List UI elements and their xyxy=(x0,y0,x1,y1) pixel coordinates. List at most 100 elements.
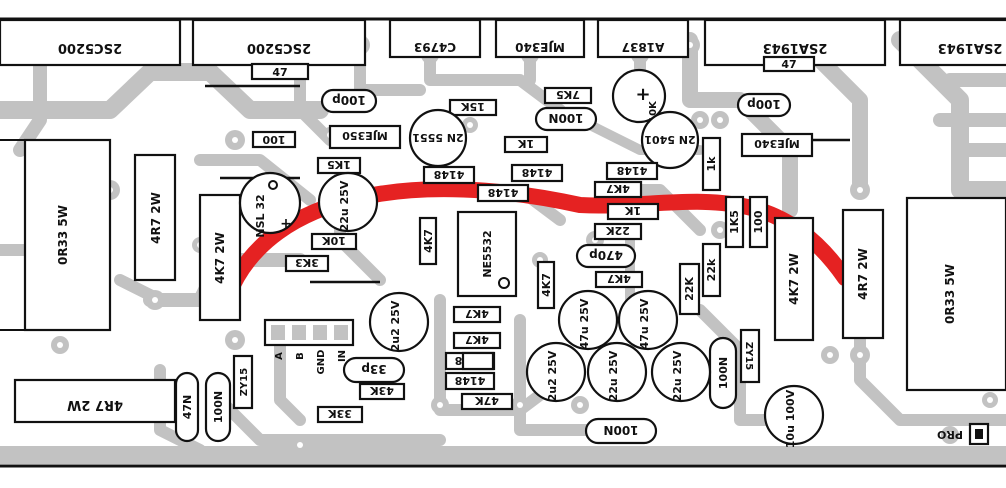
component-label: 47u 25V xyxy=(638,298,651,349)
resistor-1k5-v xyxy=(724,195,745,249)
component-label: 4K7 xyxy=(606,182,630,195)
transistor-mje340 xyxy=(494,18,586,59)
transistor-label: A1837 xyxy=(622,40,665,54)
transistor-2sc5200-left xyxy=(0,18,182,67)
diode-4148-c xyxy=(476,183,530,203)
pro-terminal: PRO xyxy=(937,422,990,446)
capacitor-47u-25v-a xyxy=(557,289,619,351)
resistor-43k xyxy=(358,382,406,401)
component-label: 100 xyxy=(752,210,765,233)
resistor-label: 4R7 2W xyxy=(67,397,123,412)
capacitor-47n xyxy=(174,371,200,443)
resistor-1k-b xyxy=(606,202,660,221)
resistor-4r7-2w-right xyxy=(841,208,885,340)
diode-4148-d xyxy=(605,161,659,181)
transistor-c4793 xyxy=(388,18,482,59)
transistor-mje350 xyxy=(328,124,402,150)
transistor-mje340-small xyxy=(740,132,814,158)
component-label: 1K5 xyxy=(728,210,741,234)
resistor-7k5 xyxy=(543,86,593,105)
resistor-label: 4K7 2W xyxy=(787,253,801,305)
component-label: 4K7 xyxy=(465,307,489,320)
component-label: 4148 xyxy=(434,168,465,181)
resistor-15k xyxy=(448,98,498,117)
component-label: 47N xyxy=(181,395,194,420)
transistor-2sa1943-right xyxy=(898,18,1006,67)
resistor-47-right xyxy=(762,55,816,73)
component-label: + xyxy=(635,84,650,105)
ic-ne5532: NE5532 xyxy=(456,210,518,298)
capacitor-100n-b xyxy=(204,371,232,443)
component-label: 4148 xyxy=(455,374,486,387)
resistor-0r33-5w-left xyxy=(23,138,112,332)
resistor-4k7-mid xyxy=(418,216,438,266)
capacitor-nsl-32 xyxy=(238,171,302,235)
resistor-label: 4R7 2W xyxy=(856,248,870,300)
resistor-4k7-e xyxy=(452,331,502,350)
resistor-label: 0R33 5W xyxy=(56,205,70,265)
component-label: 2N 5401 xyxy=(644,133,695,146)
resistor-4r7-2w-bottom xyxy=(13,378,177,424)
resistor-4k7-2w xyxy=(198,193,242,322)
component-label: 100N xyxy=(603,423,638,437)
resistor-47-left xyxy=(250,62,310,81)
component-label: 7K5 xyxy=(556,88,580,101)
component-label: 100 xyxy=(262,133,285,146)
component-label: 22K xyxy=(606,224,630,237)
resistors: 47 47 100 1K5 15K 7K5 1K 10K 3K3 4K7 4K7… xyxy=(250,55,816,424)
capacitor-2u2-25v-a xyxy=(368,291,430,353)
resistor-1k5 xyxy=(316,156,362,175)
component-label: 10K xyxy=(322,234,346,247)
resistor-4r7-2w-left xyxy=(133,153,177,282)
component-label: 100N xyxy=(548,111,583,125)
component-label: 10K xyxy=(648,100,659,123)
power-resistors: 0R33 5W 4R7 2W 4K7 2W 4R7 2W 4K7 2W 4R7 … xyxy=(0,138,1006,424)
resistor-4k7-a xyxy=(593,180,643,199)
component-label: 1K xyxy=(517,137,534,150)
resistor-22k-a xyxy=(701,242,722,298)
small-transistors: MJE350 2N 5551 2N 5401 MJE340 xyxy=(328,108,814,170)
capacitor-47u-25v-b xyxy=(617,289,679,351)
resistor-22k-b xyxy=(678,262,701,316)
component-label: PRO xyxy=(937,428,963,441)
capacitor-10u-100v xyxy=(763,384,825,446)
component-label: NE5532 xyxy=(481,230,494,277)
capacitor-100n-a xyxy=(534,106,598,132)
capacitor-10k xyxy=(611,68,667,124)
component-label: 33K xyxy=(328,407,352,420)
capacitor-100p-b xyxy=(736,92,792,118)
resistor-100 xyxy=(251,130,297,149)
component-label: 43K xyxy=(370,384,394,397)
capacitor-100n-c xyxy=(584,417,658,445)
component-label: 2u2 25V xyxy=(546,350,559,401)
resistor-1k-a xyxy=(503,135,549,154)
component-label: 4148 xyxy=(617,164,648,177)
resistor-22k xyxy=(593,222,643,241)
transistor-2n5401 xyxy=(640,110,700,170)
connector-pin-a: A xyxy=(274,352,285,360)
input-connector: A B GND IN xyxy=(263,318,355,374)
component-label: 2N 5551 xyxy=(412,131,463,144)
resistor-100-v xyxy=(748,195,769,249)
transistor-label: 2SC5200 xyxy=(247,40,311,55)
component-label: 100N xyxy=(717,357,730,389)
transistor-a1837 xyxy=(596,18,690,59)
component-label: 47 xyxy=(272,66,287,79)
component-label: ZY15 xyxy=(743,342,754,370)
capacitors: 100p 100N 100p 470p 33p 47N 100N 100N 10… xyxy=(174,88,792,445)
component-label: NSL 32 xyxy=(254,194,267,237)
component-label: 2u2 25V xyxy=(389,300,402,351)
transistor-label: 2SA1943 xyxy=(938,40,1003,55)
transistor-label: 2SA1943 xyxy=(763,40,828,55)
capacitor-2u2-25v-b xyxy=(525,341,587,403)
resistor-1k-c xyxy=(701,136,722,192)
capacitor-100p-a xyxy=(320,88,378,114)
component-label: 1k xyxy=(705,156,718,172)
component-label: 100p xyxy=(332,93,366,107)
transistor-2sc5200-right xyxy=(191,18,367,67)
connector-pin-b: B xyxy=(295,352,306,360)
connector-pin-in: IN xyxy=(337,350,348,362)
component-label: 22u 25V xyxy=(607,350,620,401)
component-label: 4K7 xyxy=(540,273,553,297)
